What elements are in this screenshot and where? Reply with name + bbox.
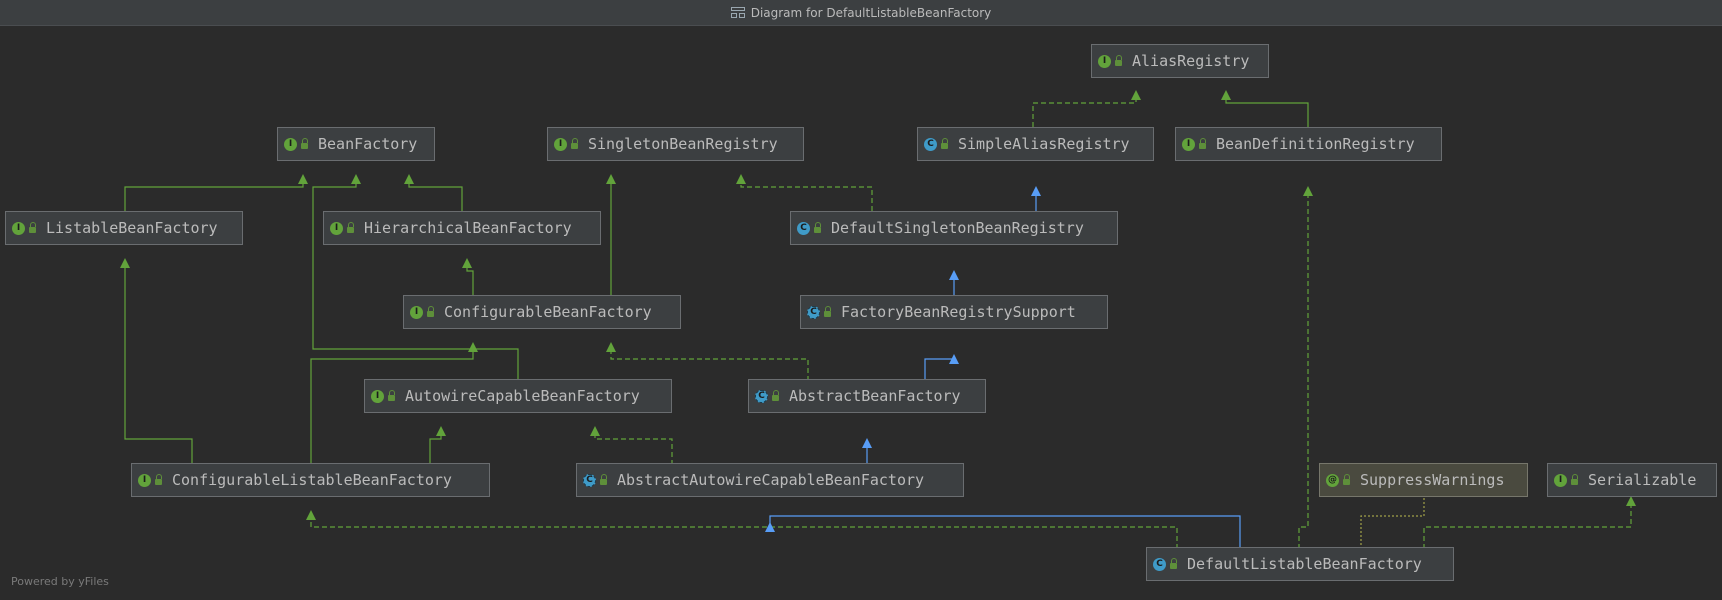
lock-icon — [388, 390, 395, 401]
node-label: ConfigurableListableBeanFactory — [172, 471, 452, 489]
diagram-canvas[interactable]: I AliasRegistry I BeanFactory I Singleto… — [0, 26, 1722, 600]
lock-icon — [772, 390, 779, 401]
lock-icon — [600, 474, 607, 485]
node-label: ListableBeanFactory — [46, 219, 218, 237]
interface-icon: I — [371, 389, 384, 403]
interface-icon: I — [12, 221, 25, 235]
edge-configurable-bean-factory-to-hierarchical-bean-factory — [462, 258, 474, 311]
node-abstract-bean-factory[interactable]: C AbstractBeanFactory — [748, 379, 986, 413]
node-bean-factory[interactable]: I BeanFactory — [277, 127, 435, 161]
lock-icon — [347, 222, 354, 233]
edge-default-listable-bean-factory-to-abstract-autowire-capable-bean-factory — [765, 515, 1241, 549]
lock-icon — [1343, 474, 1350, 485]
node-listable-bean-factory[interactable]: I ListableBeanFactory — [5, 211, 243, 245]
lock-icon — [941, 138, 948, 149]
node-label: Serializable — [1588, 471, 1697, 489]
node-label: AbstractBeanFactory — [789, 387, 961, 405]
lock-icon — [29, 222, 36, 233]
edge-default-listable-bean-factory-to-bean-definition-registry — [1298, 186, 1313, 549]
edge-configurable-listable-bean-factory-to-configurable-bean-factory — [310, 342, 478, 465]
lock-icon — [1115, 55, 1122, 66]
class-icon: C — [924, 137, 937, 151]
node-bean-definition-registry[interactable]: I BeanDefinitionRegistry — [1175, 127, 1442, 161]
node-label: DefaultSingletonBeanRegistry — [831, 219, 1084, 237]
edge-default-singleton-bean-registry-to-singleton-bean-registry — [736, 174, 873, 227]
edge-configurable-listable-bean-factory-to-listable-bean-factory — [120, 258, 193, 465]
interface-icon: I — [138, 473, 151, 487]
edge-simple-alias-registry-to-alias-registry — [1032, 90, 1141, 143]
edge-abstract-bean-factory-to-configurable-bean-factory — [606, 342, 809, 381]
node-simple-alias-registry[interactable]: C SimpleAliasRegistry — [917, 127, 1154, 161]
lock-icon — [824, 306, 831, 317]
edge-default-listable-bean-factory-to-serializable — [1423, 496, 1636, 549]
node-label: HierarchicalBeanFactory — [364, 219, 572, 237]
lock-icon — [1199, 138, 1206, 149]
abstract-class-icon: C — [807, 305, 820, 319]
node-suppress-warnings[interactable]: @ SuppressWarnings — [1319, 463, 1528, 497]
edge-layer — [120, 90, 1636, 549]
title-bar: Diagram for DefaultListableBeanFactory — [0, 0, 1722, 26]
edge-configurable-listable-bean-factory-to-autowire-capable-bean-factory — [429, 426, 446, 465]
powered-by-label: Powered by yFiles — [11, 575, 109, 588]
node-label: DefaultListableBeanFactory — [1187, 555, 1422, 573]
window-title: Diagram for DefaultListableBeanFactory — [750, 5, 992, 20]
node-label: BeanDefinitionRegistry — [1216, 135, 1415, 153]
edge-listable-bean-factory-to-bean-factory — [124, 174, 308, 227]
lock-icon — [1170, 558, 1177, 569]
edge-default-listable-bean-factory-to-configurable-listable-bean-factory — [306, 510, 1178, 549]
interface-icon: I — [410, 305, 423, 319]
edge-abstract-autowire-capable-bean-factory-to-abstract-bean-factory — [862, 438, 872, 465]
class-icon: C — [797, 221, 810, 235]
node-label: SingletonBeanRegistry — [588, 135, 778, 153]
node-serializable[interactable]: I Serializable — [1547, 463, 1717, 497]
edge-default-listable-bean-factory-to-suppress-warnings — [1360, 497, 1425, 549]
node-label: SuppressWarnings — [1360, 471, 1505, 489]
lock-icon — [571, 138, 578, 149]
interface-icon: I — [554, 137, 567, 151]
diagram-icon — [730, 7, 745, 18]
node-label: ConfigurableBeanFactory — [444, 303, 652, 321]
node-configurable-bean-factory[interactable]: I ConfigurableBeanFactory — [403, 295, 681, 329]
node-default-singleton-bean-registry[interactable]: C DefaultSingletonBeanRegistry — [790, 211, 1118, 245]
node-autowire-capable-bean-factory[interactable]: I AutowireCapableBeanFactory — [364, 379, 672, 413]
lock-icon — [814, 222, 821, 233]
lock-icon — [427, 306, 434, 317]
class-icon: C — [1153, 557, 1166, 571]
abstract-class-icon: C — [755, 389, 768, 403]
lock-icon — [301, 138, 308, 149]
node-label: AliasRegistry — [1132, 52, 1250, 70]
lock-icon — [155, 474, 162, 485]
abstract-class-icon: C — [583, 473, 596, 487]
interface-icon: I — [284, 137, 297, 151]
node-factory-bean-registry-support[interactable]: C FactoryBeanRegistrySupport — [800, 295, 1108, 329]
node-hierarchical-bean-factory[interactable]: I HierarchicalBeanFactory — [323, 211, 601, 245]
edge-bean-definition-registry-to-alias-registry — [1221, 90, 1309, 143]
edge-abstract-bean-factory-to-factory-bean-registry-support — [924, 354, 959, 381]
node-singleton-bean-registry[interactable]: I SingletonBeanRegistry — [547, 127, 804, 161]
edge-configurable-bean-factory-to-singleton-bean-registry — [606, 174, 616, 311]
node-configurable-listable-bean-factory[interactable]: I ConfigurableListableBeanFactory — [131, 463, 490, 497]
node-abstract-autowire-capable-bean-factory[interactable]: C AbstractAutowireCapableBeanFactory — [576, 463, 964, 497]
edge-abstract-autowire-capable-bean-factory-to-autowire-capable-bean-factory — [590, 426, 673, 465]
node-alias-registry[interactable]: I AliasRegistry — [1091, 44, 1269, 78]
node-label: FactoryBeanRegistrySupport — [841, 303, 1076, 321]
edge-hierarchical-bean-factory-to-bean-factory — [404, 174, 463, 227]
interface-icon: I — [1098, 54, 1111, 68]
node-label: AutowireCapableBeanFactory — [405, 387, 640, 405]
interface-icon: I — [1182, 137, 1195, 151]
node-default-listable-bean-factory[interactable]: C DefaultListableBeanFactory — [1146, 547, 1454, 581]
interface-icon: I — [1554, 473, 1567, 487]
node-label: BeanFactory — [318, 135, 418, 153]
lock-icon — [1571, 474, 1578, 485]
edge-autowire-capable-bean-factory-to-bean-factory — [312, 174, 519, 381]
annotation-icon: @ — [1326, 473, 1339, 487]
node-label: SimpleAliasRegistry — [958, 135, 1130, 153]
interface-icon: I — [330, 221, 343, 235]
node-label: AbstractAutowireCapableBeanFactory — [617, 471, 925, 489]
